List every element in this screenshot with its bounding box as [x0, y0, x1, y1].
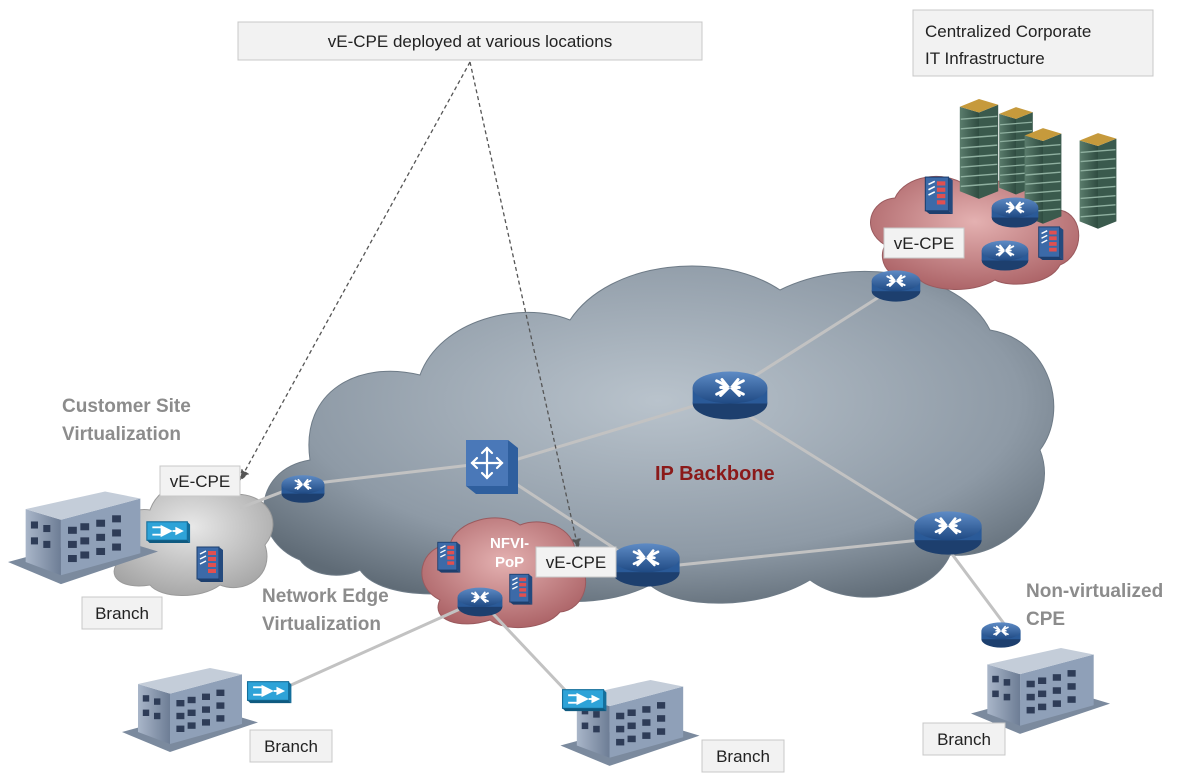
branch-box-left: Branch [81, 596, 163, 630]
branch-cpe-icon-bottom-left [246, 680, 293, 705]
branch-label-left: Branch [95, 604, 149, 623]
datacenter-label-box: Centralized Corporate IT Infrastructure [912, 9, 1154, 77]
network-edge-label-line2: Virtualization [262, 614, 381, 635]
datacenter-router-1 [990, 196, 1040, 229]
nfvi-router [456, 586, 504, 618]
vecpe-label-edge: vE-CPE [546, 553, 606, 572]
callout-lines [239, 61, 581, 550]
vecpe-box-customer: vE-CPE [159, 465, 241, 497]
nfvi-firewall-icon-2 [509, 573, 533, 606]
building-right [970, 648, 1111, 734]
vecpe-box-datacenter: vE-CPE [883, 227, 965, 259]
branch-label-bottom-left: Branch [264, 737, 318, 756]
customer-site-cpe-icon [145, 520, 191, 544]
branch-label-right: Branch [937, 730, 991, 749]
branch-cpe-icon-bottom-center [561, 688, 608, 713]
non-virtualized-label-line2: CPE [1026, 609, 1065, 630]
nfvi-label-line2: PoP [495, 554, 524, 571]
customer-site-label-line2: Virtualization [62, 424, 181, 445]
building-bottom-left [122, 668, 258, 752]
nfvi-firewall-icon-1 [437, 541, 461, 574]
datacenter-tower-4 [1078, 132, 1118, 230]
datacenter-router-2 [980, 239, 1030, 272]
customer-edge-router [280, 474, 326, 504]
pe-router-edge [611, 542, 681, 588]
non-virtualized-label-line1: Non-virtualized [1026, 581, 1163, 602]
datacenter-firewall-icon-1 [924, 176, 954, 215]
backbone-switch [466, 440, 518, 494]
datacenter-label-line1: Centralized Corporate [925, 22, 1091, 41]
customer-site-cloud [109, 480, 274, 596]
vecpe-label-customer: vE-CPE [170, 472, 230, 491]
vecpe-label-datacenter: vE-CPE [894, 234, 954, 253]
customer-site-label-line1: Customer Site [62, 396, 191, 417]
branch-box-bottom-center: Branch [701, 739, 785, 773]
customer-site-firewall-icon [196, 546, 224, 583]
branch-box-right: Branch [922, 722, 1006, 756]
callout-box: vE-CPE deployed at various locations [237, 21, 703, 61]
callout-text: vE-CPE deployed at various locations [328, 32, 612, 51]
pe-router-right [913, 510, 983, 556]
datacenter-firewall-icon-2 [1037, 226, 1065, 261]
datacenter-edge-router [870, 269, 922, 303]
non-virtualized-cpe-router [980, 621, 1022, 649]
nfvi-label-line1: NFVI- [490, 535, 529, 552]
datacenter-tower-1 [958, 98, 1000, 200]
vecpe-box-edge: vE-CPE [535, 546, 617, 578]
datacenter-label-line2: IT Infrastructure [925, 49, 1045, 68]
backbone-core-router [691, 369, 769, 422]
branch-box-bottom-left: Branch [249, 729, 333, 763]
ip-backbone-label: IP Backbone [655, 463, 775, 485]
branch-label-bottom-center: Branch [716, 747, 770, 766]
network-links [239, 288, 1007, 692]
network-edge-label-line1: Network Edge [262, 586, 389, 607]
